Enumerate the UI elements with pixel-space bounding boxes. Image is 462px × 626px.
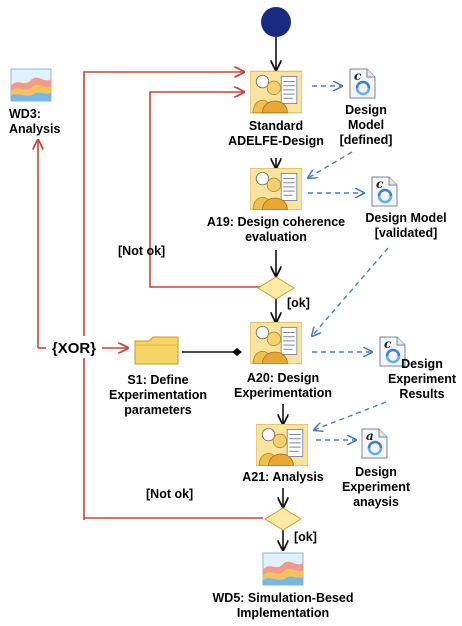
analysis-label-line3: anaysis xyxy=(353,495,399,509)
guard-ok-2: [ok] xyxy=(294,530,317,544)
decision-diamond-1[interactable] xyxy=(257,276,295,300)
step-folder-icon[interactable] xyxy=(134,336,179,365)
s1-label-line2: Experimentation xyxy=(109,388,207,402)
xor-label: {XOR} xyxy=(52,340,96,357)
analysis-label-line1: Design xyxy=(355,465,397,479)
activity-workers-icon[interactable] xyxy=(250,168,302,210)
artifact-glyph: c xyxy=(384,337,392,351)
activity-workers-icon[interactable] xyxy=(250,322,302,364)
a20-label-line1: A20: Design xyxy=(247,371,319,385)
association-diamond-end xyxy=(232,348,242,356)
dashed-model-defined-to-a19 xyxy=(308,151,353,178)
wd3-label-line1: WD3: xyxy=(9,107,41,121)
dashed-results-to-a21 xyxy=(314,401,387,430)
xor-label-bg xyxy=(46,336,102,358)
results-label-line1: Design xyxy=(401,357,443,371)
activity-workers-icon[interactable] xyxy=(256,424,308,466)
red-flow-to-standard xyxy=(83,72,244,520)
guard-ok-1: [ok] xyxy=(287,296,310,310)
wave-chart-icon[interactable] xyxy=(10,68,52,102)
analysis-label-line2: Experiment xyxy=(342,480,411,494)
a19-label-line1: A19: Design coherence xyxy=(207,215,345,229)
artifact-glyph: a xyxy=(366,429,374,443)
a20-label-line2: Experimentation xyxy=(234,386,332,400)
wd5-label-line1: WD5: Simulation-Besed xyxy=(213,591,354,605)
s1-label-line1: S1: Define xyxy=(127,373,188,387)
standard-label-line1: Standard xyxy=(249,119,303,133)
model-defined-label-line2: Model xyxy=(348,118,384,132)
wave-chart-icon[interactable] xyxy=(262,552,304,586)
model-validated-label-line2: [validated] xyxy=(375,226,438,240)
guard-not-ok-1: [Not ok] xyxy=(118,244,165,258)
decision-diamond-2[interactable] xyxy=(264,507,302,531)
results-label-line2: Experiment xyxy=(388,372,457,386)
a21-label: A21: Analysis xyxy=(242,470,324,484)
s1-label-line3: parameters xyxy=(124,403,191,417)
artifact-glyph: c xyxy=(354,69,362,83)
start-node xyxy=(261,7,291,37)
activity-workers-icon[interactable] xyxy=(250,70,302,114)
artifact-glyph: c xyxy=(376,177,384,191)
results-label-line3: Results xyxy=(399,387,444,401)
red-flow-not-ok-1 xyxy=(149,92,262,288)
model-defined-label-line1: Design xyxy=(345,103,387,117)
standard-label-line2: ADELFE-Design xyxy=(228,134,324,148)
dashed-model-validated-to-a20 xyxy=(312,247,389,336)
guard-not-ok-2: [Not ok] xyxy=(146,487,193,501)
model-validated-label-line1: Design Model xyxy=(365,211,446,225)
wd3-label-line2: Analysis xyxy=(9,122,60,136)
a19-label-line2: evaluation xyxy=(245,230,307,244)
wd5-label-line2: Implementation xyxy=(237,606,329,620)
model-defined-label-line3: [defined] xyxy=(340,133,393,147)
